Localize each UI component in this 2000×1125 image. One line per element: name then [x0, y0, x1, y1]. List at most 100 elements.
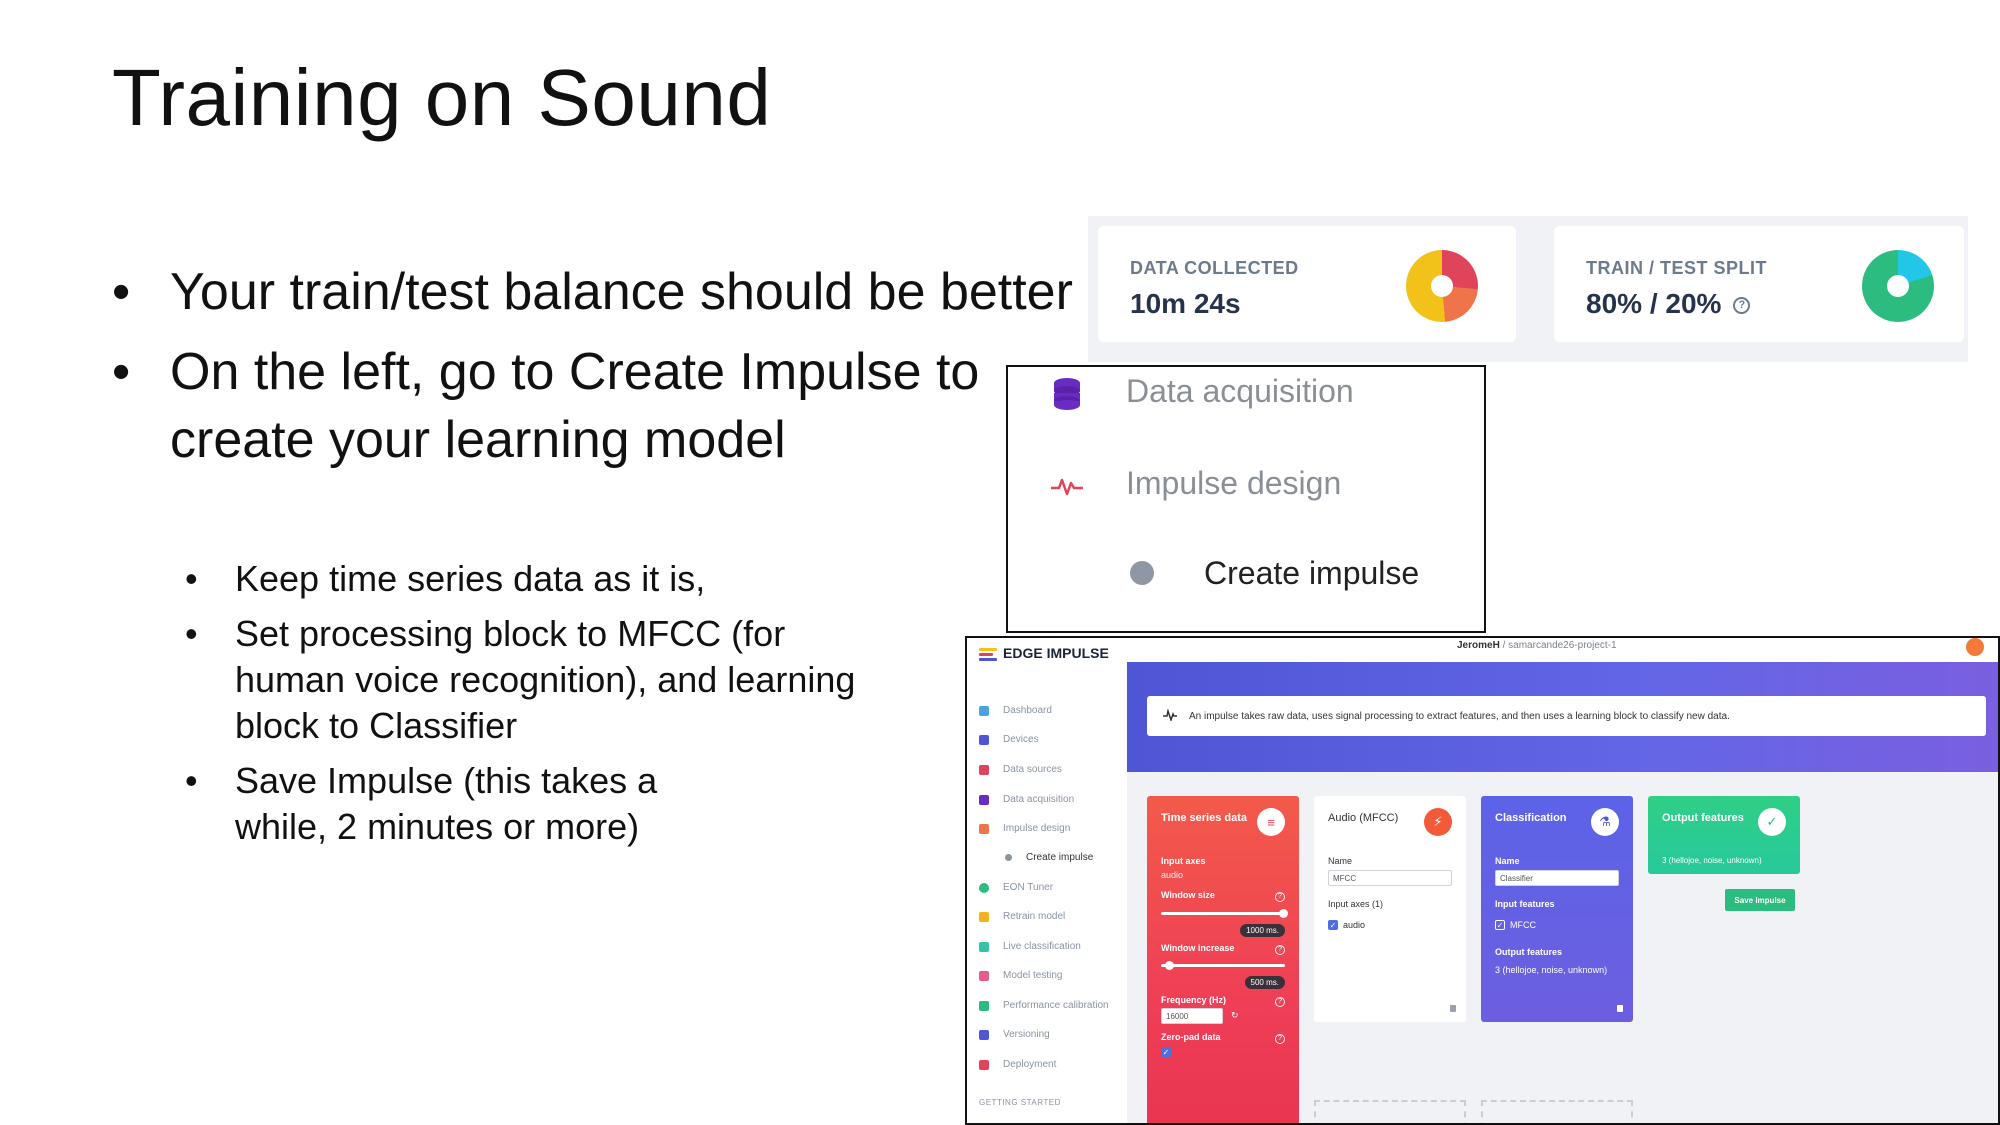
audio-mfcc-title: Audio (MFCC)	[1328, 812, 1399, 824]
output-value: 3 (hellojoe, noise, unknown)	[1662, 856, 1762, 865]
sidebar-item-data-acquisition[interactable]: Data acquisition	[979, 794, 1074, 805]
slide-title: Training on Sound	[112, 53, 772, 142]
zero-pad-label: Zero-pad data	[1161, 1032, 1221, 1042]
audio-axis-checkbox[interactable]: ✓	[1328, 920, 1338, 930]
sidebar-item-retrain-model[interactable]: Retrain model	[979, 911, 1065, 922]
breadcrumb-user[interactable]: JeromeH	[1457, 640, 1500, 651]
window-increase-label: Window increase	[1161, 943, 1235, 953]
deployment-icon	[979, 1059, 989, 1070]
help-icon[interactable]: ?	[1275, 945, 1285, 955]
sidebar-item-data-sources[interactable]: Data sources	[979, 764, 1062, 775]
check-icon: ✓	[1758, 808, 1786, 836]
versioning-icon	[979, 1029, 989, 1040]
train-test-split-pie-icon	[1862, 250, 1934, 322]
logo-icon	[979, 648, 997, 662]
sidebar-item-devices[interactable]: Devices	[979, 734, 1039, 745]
output-features-value: 3 (hellojoe, noise, unknown)	[1495, 965, 1608, 975]
input-axes-label: Input axes	[1161, 856, 1206, 866]
info-box: An impulse takes raw data, uses signal p…	[1147, 696, 1986, 736]
dashboard-icon	[979, 705, 989, 716]
save-impulse-button[interactable]: Save Impulse	[1725, 889, 1795, 911]
refresh-icon[interactable]: ↻	[1231, 1010, 1239, 1020]
dot-icon	[1130, 561, 1154, 585]
mfcc-input-axes-label: Input axes (1)	[1328, 899, 1384, 909]
classifier-name-input[interactable]	[1495, 870, 1619, 886]
breadcrumb-project[interactable]: samarcande26-project-1	[1508, 640, 1617, 651]
train-test-split-label: TRAIN / TEST SPLIT	[1586, 258, 1768, 278]
zoom-item-impulse-design[interactable]: Impulse design	[1126, 465, 1342, 501]
sidebar-item-create-impulse[interactable]: Create impulse	[1005, 852, 1093, 863]
sidebar-item-dashboard[interactable]: Dashboard	[979, 705, 1052, 716]
breadcrumb: JeromeH / samarcande26-project-1	[1457, 640, 1617, 651]
bullet-train-test-balance: Your train/test balance should be better	[112, 258, 1102, 326]
sidebar-item-impulse-design[interactable]: Impulse design	[979, 823, 1070, 834]
main-bullets: Your train/test balance should be better…	[112, 258, 1102, 474]
frequency-label: Frequency (Hz)	[1161, 995, 1227, 1005]
data-collected-label: DATA COLLECTED	[1130, 258, 1299, 278]
sidebar-item-deployment[interactable]: Deployment	[979, 1059, 1056, 1070]
help-icon[interactable]: ?	[1733, 297, 1751, 315]
sub-bullet-save-impulse: Save Impulse (this takes a while, 2 minu…	[185, 758, 745, 850]
retrain-icon	[979, 911, 989, 922]
window-size-slider[interactable]	[1161, 909, 1288, 918]
audio-mfcc-block: Audio (MFCC) ⚡ Name Input axes (1) ✓ aud…	[1314, 796, 1466, 1022]
pulse-icon	[1163, 709, 1177, 721]
sidebar-item-label: Create impulse	[1026, 852, 1094, 863]
sub-bullet-time-series: Keep time series data as it is,	[185, 556, 945, 602]
zero-pad-checkbox[interactable]: ✓	[1161, 1047, 1171, 1057]
main-content: An impulse takes raw data, uses signal p…	[1127, 662, 1998, 1123]
train-test-split-text: 80% / 20%	[1586, 288, 1722, 319]
help-icon[interactable]: ?	[1275, 892, 1285, 902]
eon-tuner-icon	[979, 882, 989, 893]
window-increase-slider[interactable]	[1161, 961, 1285, 970]
zoom-item-create-impulse[interactable]: Create impulse	[1204, 555, 1420, 591]
slider-knob[interactable]	[1279, 909, 1288, 918]
sidebar-item-label: Performance calibration	[1003, 1000, 1109, 1011]
sidebar-item-live-classification[interactable]: Live classification	[979, 941, 1081, 952]
edge-impulse-screenshot: EDGE IMPULSE Dashboard Devices Data sour…	[965, 636, 2000, 1125]
zoom-item-data-acquisition[interactable]: Data acquisition	[1126, 373, 1354, 409]
mfcc-name-label: Name	[1328, 856, 1353, 866]
model-testing-icon	[979, 970, 989, 981]
data-collected-card: DATA COLLECTED 10m 24s	[1098, 226, 1516, 342]
output-title: Output features	[1662, 812, 1744, 824]
sidebar-item-model-testing[interactable]: Model testing	[979, 970, 1062, 981]
input-features-label: Input features	[1495, 899, 1555, 909]
classification-block: Classification ⚗ Name Input features ✓ M…	[1481, 796, 1633, 1022]
sidebar-item-versioning[interactable]: Versioning	[979, 1029, 1050, 1040]
add-processing-block-placeholder[interactable]	[1314, 1100, 1466, 1123]
add-learning-block-placeholder[interactable]	[1481, 1100, 1633, 1123]
sidebar-item-eon-tuner[interactable]: EON Tuner	[979, 882, 1053, 893]
window-size-label: Window size	[1161, 890, 1215, 900]
sidebar-item-label: Model testing	[1003, 970, 1063, 981]
sidebar-item-performance-calibration[interactable]: Performance calibration	[979, 1000, 1109, 1011]
info-text: An impulse takes raw data, uses signal p…	[1189, 710, 1730, 722]
live-classification-icon	[979, 941, 989, 952]
avatar[interactable]	[1966, 638, 1984, 656]
flask-icon: ⚗	[1591, 808, 1619, 836]
pulse-icon	[979, 823, 989, 834]
audio-axis-label: audio	[1343, 920, 1366, 930]
mfcc-feature-checkbox[interactable]: ✓	[1495, 920, 1505, 930]
performance-icon	[979, 1000, 989, 1011]
help-icon[interactable]: ?	[1275, 1034, 1285, 1044]
sidebar-item-label: Devices	[1003, 734, 1039, 745]
lightning-icon: ⚡	[1424, 808, 1452, 836]
slider-knob[interactable]	[1165, 961, 1174, 970]
sidebar-item-label: Retrain model	[1003, 911, 1066, 922]
pulse-icon	[1050, 475, 1084, 502]
top-bar: JeromeH / samarcande26-project-1	[1127, 638, 1998, 662]
mfcc-feature-label: MFCC	[1510, 920, 1536, 930]
trash-icon[interactable]	[1617, 1005, 1623, 1012]
frequency-input[interactable]	[1161, 1008, 1223, 1024]
mfcc-name-input[interactable]	[1328, 870, 1452, 886]
database-icon	[1052, 377, 1082, 416]
sidebar-item-label: EON Tuner	[1003, 882, 1054, 893]
trash-icon[interactable]	[1450, 1005, 1456, 1012]
sub-bullet-processing-block: Set processing block to MFCC (for human …	[185, 611, 905, 749]
sidebar-item-label: Data sources	[1003, 764, 1062, 775]
help-icon[interactable]: ?	[1275, 997, 1285, 1007]
sidebar: EDGE IMPULSE Dashboard Devices Data sour…	[967, 638, 1127, 1123]
sidebar-item-label: Impulse design	[1003, 823, 1071, 834]
train-test-split-value: 80% / 20%?	[1586, 288, 1751, 320]
